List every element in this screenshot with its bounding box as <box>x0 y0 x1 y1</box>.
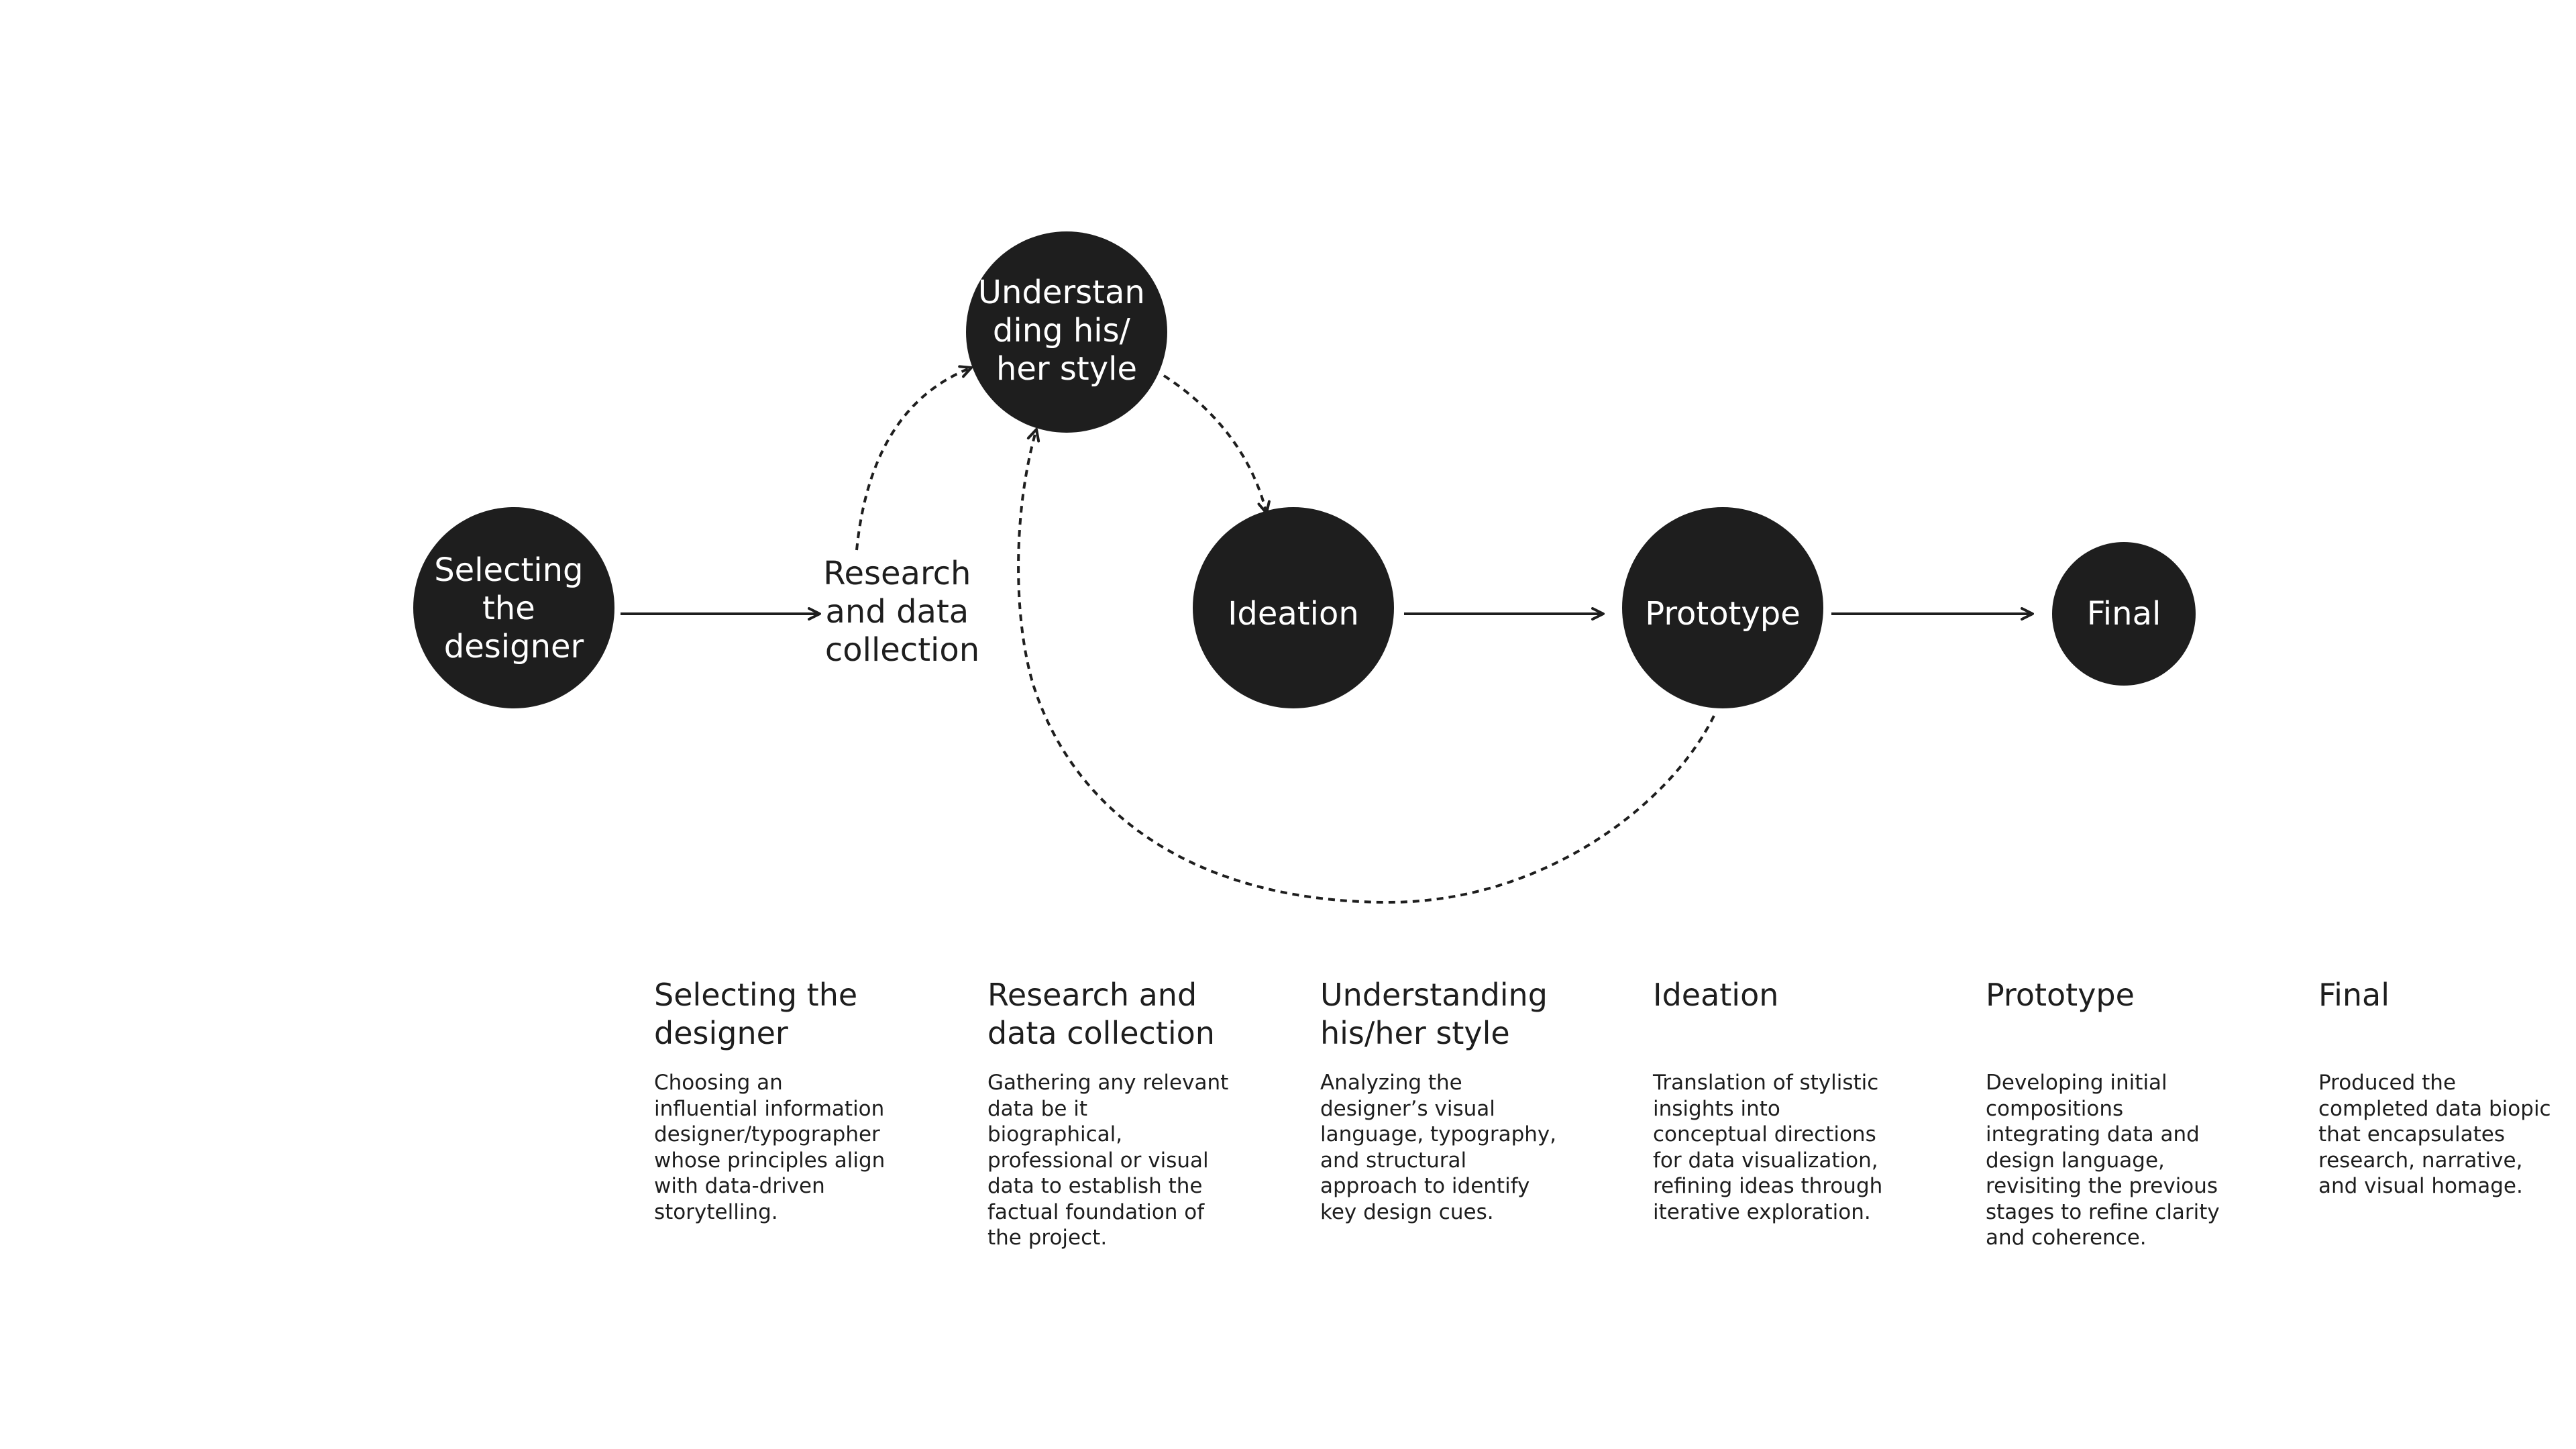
node-label: Prototype <box>1645 595 1801 633</box>
step-title: Prototype <box>1986 977 2135 1013</box>
step-description: Analyzing the designer’s visual language… <box>1320 1071 1557 1224</box>
step-title: Ideation <box>1653 977 1779 1013</box>
step-description: Choosing an influential information desi… <box>654 1071 885 1224</box>
node-prototype: Prototype <box>1622 507 1823 708</box>
dashed-arrow-prototype-to-understanding <box>1017 428 1715 904</box>
step-title: Research and data collection <box>987 977 1215 1051</box>
node-label: Understan ding his/ her style <box>978 274 1155 388</box>
dashed-arrow-research-to-understanding <box>855 365 973 551</box>
node-circle <box>1622 507 1823 708</box>
step-selecting-the-designer: Selecting the designer Choosing an influ… <box>654 976 909 1225</box>
node-research-and-data-collection: Research and data collection <box>823 555 981 669</box>
step-title: Selecting the designer <box>654 977 858 1051</box>
step-title: Final <box>2318 977 2390 1013</box>
step-final: Final Produced the completed data biopic… <box>2318 976 2573 1199</box>
node-understanding-style: Understan ding his/ her style <box>966 231 1167 433</box>
node-final: Final <box>2052 542 2196 686</box>
node-selecting-the-designer: Selecting the designer <box>413 507 614 708</box>
step-description: Translation of stylistic insights into c… <box>1653 1071 1883 1224</box>
step-description: Gathering any relevant data be it biogra… <box>987 1071 1229 1250</box>
step-ideation: Ideation Translation of stylistic insigh… <box>1653 976 1908 1225</box>
dashed-arrow-understanding-to-ideation <box>1163 374 1271 515</box>
node-circle <box>1193 507 1394 708</box>
node-label: Ideation <box>1228 595 1359 633</box>
step-understanding-style: Understanding his/her style Analyzing th… <box>1320 976 1575 1225</box>
node-label: Final <box>2087 595 2161 633</box>
node-circle <box>413 507 614 708</box>
step-prototype: Prototype Developing initial composition… <box>1986 976 2241 1251</box>
node-label: Selecting the designer <box>434 551 594 665</box>
step-research-and-data-collection: Research and data collection Gathering a… <box>987 976 1242 1251</box>
node-ideation: Ideation <box>1193 507 1394 708</box>
node-circle <box>2052 542 2196 686</box>
node-label: Research and data collection <box>823 555 981 669</box>
step-description: Produced the completed data biopic that … <box>2318 1071 2551 1198</box>
step-description: Developing initial compositions integrat… <box>1986 1071 2220 1250</box>
step-title: Understanding his/her style <box>1320 977 1548 1051</box>
node-circle <box>966 231 1167 433</box>
